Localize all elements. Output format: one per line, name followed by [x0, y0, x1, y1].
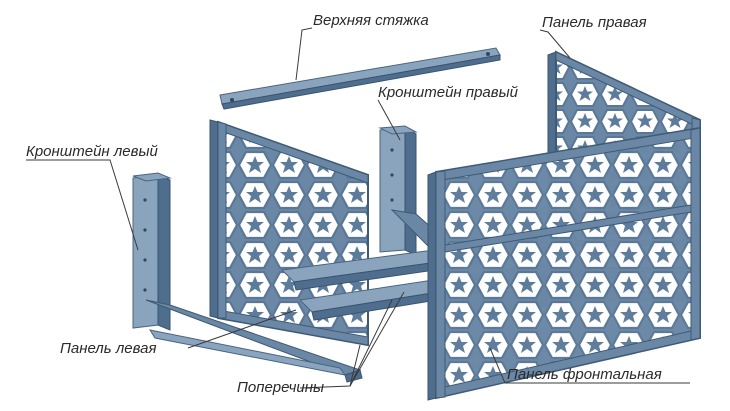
leader-front-panel: [489, 347, 690, 384]
leader-left-panel: [187, 309, 297, 349]
leader-crossbars-3: [349, 291, 405, 387]
top-tie-bar: [219, 47, 501, 110]
front-panel: [427, 126, 701, 401]
label-front-panel: Панель фронтальная: [507, 366, 662, 383]
leader-right-bracket: [377, 99, 401, 141]
leader-right-panel: [539, 29, 571, 59]
leader-left-bracket: [26, 159, 139, 251]
leader-top-tie: [295, 27, 313, 81]
label-left-panel: Панель левая: [60, 340, 156, 357]
leader-crossbars-2: [349, 299, 393, 387]
label-left-bracket: Кронштейн левый: [26, 143, 159, 160]
leader-lines: [26, 27, 690, 389]
label-top-tie: Верхняя стяжка: [313, 12, 429, 29]
left-panel: [209, 119, 369, 347]
label-right-bracket: Кронштейн правый: [378, 84, 519, 101]
label-right-panel: Панель правая: [542, 14, 647, 31]
left-bracket: [132, 172, 363, 383]
label-crossbars: Поперечины: [237, 379, 324, 396]
